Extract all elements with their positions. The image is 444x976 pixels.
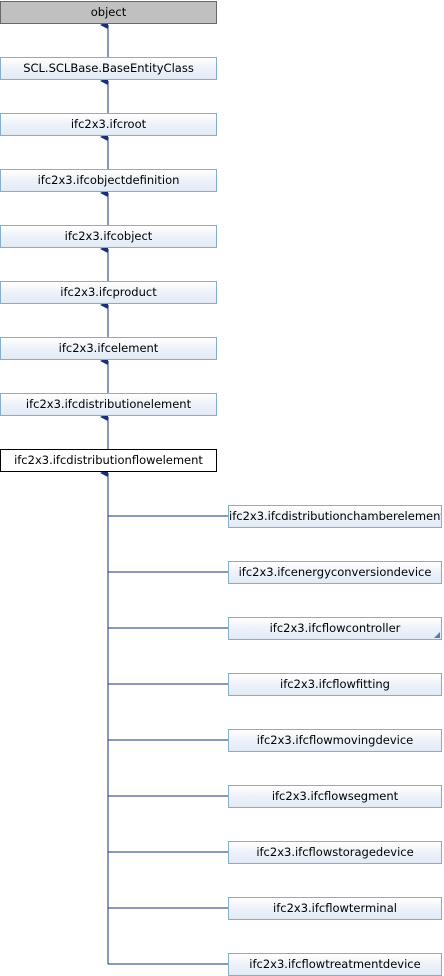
class-label: ifc2x3.ifcflowstoragedevice <box>256 845 414 859</box>
class-node-ifcflowtreatmentdevice[interactable]: ifc2x3.ifcflowtreatmentdevice <box>228 953 442 976</box>
class-label: ifc2x3.ifcflowsegment <box>271 789 399 803</box>
class-node-ifcflowcontroller[interactable]: ifc2x3.ifcflowcontroller <box>228 617 442 640</box>
class-label: ifc2x3.ifcflowfitting <box>280 677 390 691</box>
class-node-ifcobject[interactable]: ifc2x3.ifcobject <box>0 225 217 248</box>
class-node-ifcdistributionelement[interactable]: ifc2x3.ifcdistributionelement <box>0 393 217 416</box>
class-label: ifc2x3.ifcdistributionflowelement <box>14 453 203 467</box>
class-node-ifcproduct[interactable]: ifc2x3.ifcproduct <box>0 281 217 304</box>
class-label: ifc2x3.ifcflowmovingdevice <box>256 733 414 747</box>
class-label: ifc2x3.ifcflowterminal <box>273 901 397 915</box>
class-node-ifcflowmovingdevice[interactable]: ifc2x3.ifcflowmovingdevice <box>228 729 442 752</box>
class-node-ifcelement[interactable]: ifc2x3.ifcelement <box>0 337 217 360</box>
class-label: ifc2x3.ifcobjectdefinition <box>37 173 180 187</box>
class-label: ifc2x3.ifcelement <box>58 341 159 355</box>
class-node-object: object <box>0 1 217 24</box>
class-node-ifcroot[interactable]: ifc2x3.ifcroot <box>0 113 217 136</box>
class-label: ifc2x3.ifcflowcontroller <box>269 621 401 635</box>
class-node-ifcflowstoragedevice[interactable]: ifc2x3.ifcflowstoragedevice <box>228 841 442 864</box>
class-node-ifcdistributionchamberelement[interactable]: ifc2x3.ifcdistributionchamberelement <box>228 505 442 528</box>
class-node-ifcenergyconversiondevice[interactable]: ifc2x3.ifcenergyconversiondevice <box>228 561 442 584</box>
class-label: ifc2x3.ifcflowtreatmentdevice <box>249 957 421 971</box>
class-node-ifcflowsegment[interactable]: ifc2x3.ifcflowsegment <box>228 785 442 808</box>
class-node-ifcflowfitting[interactable]: ifc2x3.ifcflowfitting <box>228 673 442 696</box>
class-label: ifc2x3.ifcroot <box>70 117 147 131</box>
class-node-baseentityclass[interactable]: SCL.SCLBase.BaseEntityClass <box>0 57 217 80</box>
more-subclasses-icon <box>434 632 440 638</box>
class-label: SCL.SCLBase.BaseEntityClass <box>23 61 194 75</box>
class-node-ifcobjectdefinition[interactable]: ifc2x3.ifcobjectdefinition <box>0 169 217 192</box>
class-label: ifc2x3.ifcdistributionelement <box>25 397 192 411</box>
class-node-current: ifc2x3.ifcdistributionflowelement <box>0 449 217 472</box>
class-label: ifc2x3.ifcproduct <box>60 285 157 299</box>
class-node-ifcflowterminal[interactable]: ifc2x3.ifcflowterminal <box>228 897 442 920</box>
class-label: ifc2x3.ifcobject <box>64 229 153 243</box>
class-label: ifc2x3.ifcdistributionchamberelement <box>229 509 442 523</box>
class-label: ifc2x3.ifcenergyconversiondevice <box>238 565 432 579</box>
class-label: object <box>90 5 127 19</box>
